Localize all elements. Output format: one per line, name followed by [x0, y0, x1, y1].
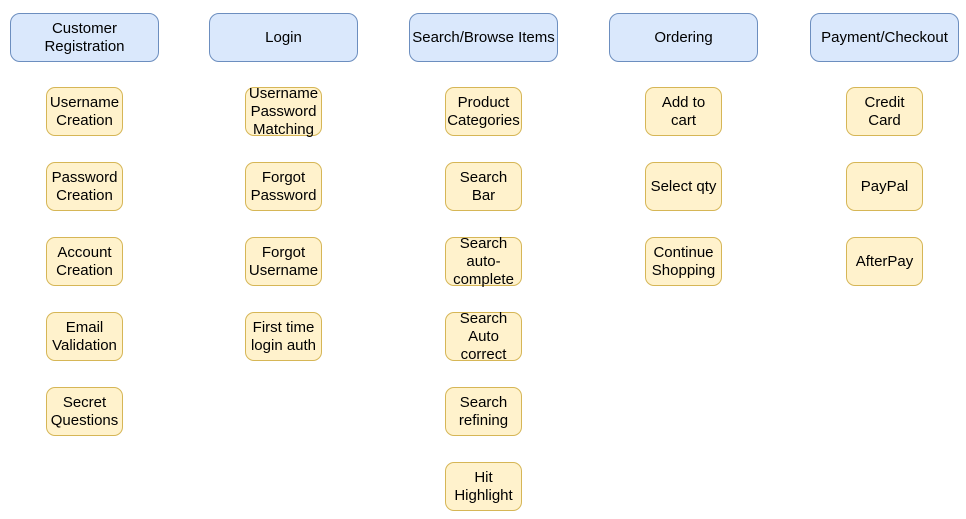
node-select-qty: Select qty [645, 162, 722, 211]
node-paypal: PayPal [846, 162, 923, 211]
node-continue-shopping: Continue Shopping [645, 237, 722, 286]
node-username-creation: Username Creation [46, 87, 123, 136]
node-secret-questions: Secret Questions [46, 387, 123, 436]
node-product-categories: Product Categories [445, 87, 522, 136]
node-header-search-browse-items: Search/Browse Items [409, 13, 558, 62]
node-hit-highlight: Hit Highlight [445, 462, 522, 511]
node-username-password-matching: Username Password Matching [245, 85, 322, 138]
node-header-ordering: Ordering [609, 13, 758, 62]
node-header-payment-checkout: Payment/Checkout [810, 13, 959, 62]
node-credit-card: Credit Card [846, 87, 923, 136]
node-account-creation: Account Creation [46, 237, 123, 286]
node-email-validation: Email Validation [46, 312, 123, 361]
node-header-login: Login [209, 13, 358, 62]
node-header-customer-registration: Customer Registration [10, 13, 159, 62]
node-search-bar: Search Bar [445, 162, 522, 211]
node-forgot-password: Forgot Password [245, 162, 322, 211]
node-first-time-login-auth: First time login auth [245, 312, 322, 361]
node-search-refining: Search refining [445, 387, 522, 436]
node-password-creation: Password Creation [46, 162, 123, 211]
node-forgot-username: Forgot Username [245, 237, 322, 286]
node-search-auto-correct: Search Auto correct [445, 310, 522, 363]
node-afterpay: AfterPay [846, 237, 923, 286]
node-search-auto-complete: Search auto- complete [445, 235, 522, 288]
node-add-to-cart: Add to cart [645, 87, 722, 136]
